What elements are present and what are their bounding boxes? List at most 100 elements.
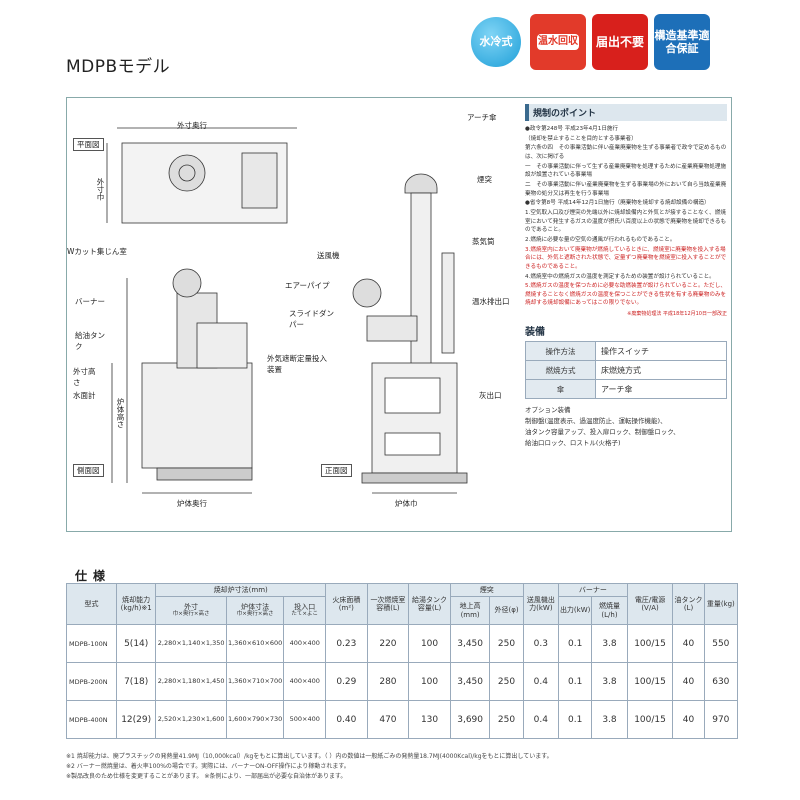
cell-model: MDPB-100N bbox=[66, 624, 117, 663]
cell-water: 100 bbox=[408, 662, 451, 701]
no-notification-badge: 届出不要 bbox=[592, 14, 648, 70]
ash-outlet-label: 灰出口 bbox=[479, 391, 502, 400]
w-cut-label: Wカット集じん室 bbox=[67, 247, 127, 256]
col-furnace: 炉体寸法巾×奥行×高さ bbox=[225, 596, 285, 625]
technical-drawing: 外寸奥行 平面図 外寸巾 Wカット集じん室 バーナー 給油タンク 外寸高さ 水面… bbox=[67, 98, 521, 531]
outer-height-label: 外寸高さ bbox=[73, 367, 96, 387]
badge-label: 温水回収 bbox=[538, 36, 578, 47]
slide-damper-label: スライドダンパー bbox=[289, 309, 334, 329]
equipment-value: アーチ傘 bbox=[595, 379, 727, 400]
spec-header-row: 型式 焼却能力(kg/h)※1 焼却炉寸法(mm) 火床面積(m²) 一次燃焼室… bbox=[66, 583, 739, 625]
cell-fan: 0.4 bbox=[522, 662, 560, 701]
table-row: MDPB-400N 12(29) 2,520×1,230×1,600 1,600… bbox=[66, 700, 739, 739]
equipment-value: 操作スイッチ bbox=[595, 341, 727, 362]
spec-heading: 仕様 bbox=[75, 569, 112, 583]
option-item: 油タンク容量アップ、投入扉ロック、制御盤ロック、 bbox=[525, 428, 680, 437]
badge-label: 構造基準適合保証 bbox=[654, 28, 710, 55]
regulation-paragraph: ●政令第248号 平成23年4月1日施行 bbox=[525, 126, 619, 132]
cell-primary: 470 bbox=[366, 700, 410, 739]
hot-water-outlet-label: 温水排出口 bbox=[472, 297, 510, 306]
chimney-shape bbox=[410, 192, 432, 374]
col-capacity: 焼却能力(kg/h)※1 bbox=[115, 583, 157, 625]
cell-height: 3,690 bbox=[449, 700, 491, 739]
arch-umbrella-shape bbox=[404, 173, 438, 194]
outer-depth-label: 外寸奥行 bbox=[177, 121, 207, 130]
steam-pipe-label: 蒸気筒 bbox=[472, 237, 495, 246]
cell-weight: 970 bbox=[703, 700, 739, 739]
col-height: 地上高(mm) bbox=[449, 596, 491, 625]
furnace-depth-label: 炉体奥行 bbox=[177, 499, 207, 508]
col-fuel: 燃焼量(L/h) bbox=[591, 596, 628, 625]
regulation-paragraph: ●省令第8号 平成14年12月1日施行（廃棄物を焼却する焼却設備の構造） bbox=[525, 200, 710, 207]
air-pipe-label: エアーパイプ bbox=[285, 281, 330, 290]
cell-burner: 0.1 bbox=[558, 662, 593, 701]
cell-fan: 0.3 bbox=[522, 624, 560, 663]
col-chimney-group: 煙突 bbox=[449, 583, 524, 597]
col-furnace-label: 炉体寸法 bbox=[241, 603, 270, 611]
footnote: ※2 バーナー燃焼量は、着火率100%の場合です。実際には、バーナーON-OFF… bbox=[66, 762, 350, 770]
col-inlet: 投入口たて×よこ bbox=[283, 596, 327, 625]
incinerator-drawing bbox=[106, 127, 468, 494]
outer-width-label: 外寸巾 bbox=[96, 178, 105, 201]
cell-height: 3,450 bbox=[449, 662, 491, 701]
col-power: 電圧/電源(V/A) bbox=[626, 583, 674, 625]
cell-water: 130 bbox=[408, 700, 451, 739]
regulation-paragraph: 1.空気取入口及び煙突の先端以外に焼却設備内と外気とが接することなく、燃焼室にお… bbox=[525, 209, 727, 234]
col-burner-out: 出力(kW) bbox=[558, 596, 593, 625]
front-view-label: 正面図 bbox=[321, 464, 352, 477]
regulation-paragraph: 4.燃焼室中の燃焼ガスの温度を測定するための装置が設けられていること。 bbox=[525, 273, 715, 280]
cell-primary: 280 bbox=[366, 662, 410, 701]
chimney-label: 煙突 bbox=[477, 175, 492, 184]
regulation-paragraph: 一 その事業活動に伴って生ずる産業廃棄物を処理するために産業廃棄物処理施設が設置… bbox=[525, 163, 727, 179]
badge-label: 水冷式 bbox=[479, 35, 513, 49]
cell-power: 100/15 bbox=[626, 662, 674, 701]
col-weight: 重量(kg) bbox=[703, 583, 739, 625]
cell-power: 100/15 bbox=[626, 700, 674, 739]
col-dia: 外径(φ) bbox=[489, 596, 524, 625]
regulation-paragraph: （焼却を禁止することを目的とする事業者） bbox=[525, 135, 637, 142]
table-row: 傘アーチ傘 bbox=[525, 379, 727, 400]
cell-burner: 0.1 bbox=[558, 624, 593, 663]
col-outer-label: 外寸 bbox=[184, 603, 199, 611]
col-inlet-sub: たて×よこ bbox=[291, 611, 319, 618]
equipment-key: 傘 bbox=[525, 379, 596, 400]
cell-grate: 0.23 bbox=[325, 624, 368, 663]
cell-fuel: 3.8 bbox=[591, 662, 628, 701]
option-item: 給油口ロック、ロストル(火格子) bbox=[525, 439, 621, 448]
cell-outer: 2,520×1,230×1,600 bbox=[155, 700, 227, 739]
footnote: ※製品改良のため仕様を変更することがあります。 ※条例により、一部届出が必要な自… bbox=[66, 772, 347, 780]
cell-capacity: 5(14) bbox=[115, 624, 157, 663]
equipment-heading: 装備 bbox=[525, 327, 545, 339]
cell-dia: 250 bbox=[489, 624, 524, 663]
cell-inlet: 400×400 bbox=[283, 624, 327, 663]
cell-weight: 630 bbox=[703, 662, 739, 701]
plan-burner-shape bbox=[168, 154, 206, 192]
col-water: 給湯タンク容量(L) bbox=[408, 583, 451, 625]
footnotes: ※1 焼却能力は、廃プラスチックの発熱量41.9MJ（10,000kcal）/k… bbox=[66, 752, 756, 782]
regulation-paragraph: 第六条の四 その事業活動に伴い産業廃棄物を生ずる事業者で政令で定めるものは、次に… bbox=[525, 145, 727, 160]
burner-label: バーナー bbox=[75, 297, 105, 306]
equipment-table: 操作方法操作スイッチ 燃焼方式床燃焼方式 傘アーチ傘 bbox=[525, 341, 727, 400]
cell-burner: 0.1 bbox=[558, 700, 593, 739]
cell-furnace: 1,360×710×700 bbox=[225, 662, 285, 701]
plan-view-label: 平面図 bbox=[73, 138, 104, 151]
equipment-value: 床燃焼方式 bbox=[595, 360, 727, 381]
cell-fuel: 3.8 bbox=[591, 700, 628, 739]
regulation-panel: 規制のポイント ●政令第248号 平成23年4月1日施行 （焼却を禁止することを… bbox=[521, 98, 731, 531]
regulation-paragraph-highlight: 3.燃焼室内において廃棄物が燃焼しているときに、燃焼室に廃棄物を投入する場合には… bbox=[525, 246, 727, 270]
col-inlet-label: 投入口 bbox=[294, 603, 316, 611]
col-outer-sub: 巾×奥行×高さ bbox=[172, 611, 210, 618]
cell-inlet: 400×400 bbox=[283, 662, 327, 701]
cell-model: MDPB-200N bbox=[66, 662, 117, 701]
regulation-paragraph: 二 その事業活動に伴い産業廃棄物を生ずる事業場の外において自ら当該産業廃棄物の処… bbox=[525, 181, 727, 197]
spec-table: 型式 焼却能力(kg/h)※1 焼却炉寸法(mm) 火床面積(m²) 一次燃焼室… bbox=[66, 583, 739, 739]
equipment-key: 燃焼方式 bbox=[525, 360, 596, 381]
regulation-body: ●政令第248号 平成23年4月1日施行 （焼却を禁止することを目的とする事業者… bbox=[525, 125, 727, 308]
cell-capacity: 12(29) bbox=[115, 700, 157, 739]
col-grate: 火床面積(m²) bbox=[325, 583, 368, 625]
cell-tank: 40 bbox=[672, 662, 705, 701]
structure-standard-badge: 構造基準適合保証 bbox=[654, 14, 710, 70]
cell-furnace: 1,360×610×600 bbox=[225, 624, 285, 663]
cell-grate: 0.29 bbox=[325, 662, 368, 701]
cell-primary: 220 bbox=[366, 624, 410, 663]
